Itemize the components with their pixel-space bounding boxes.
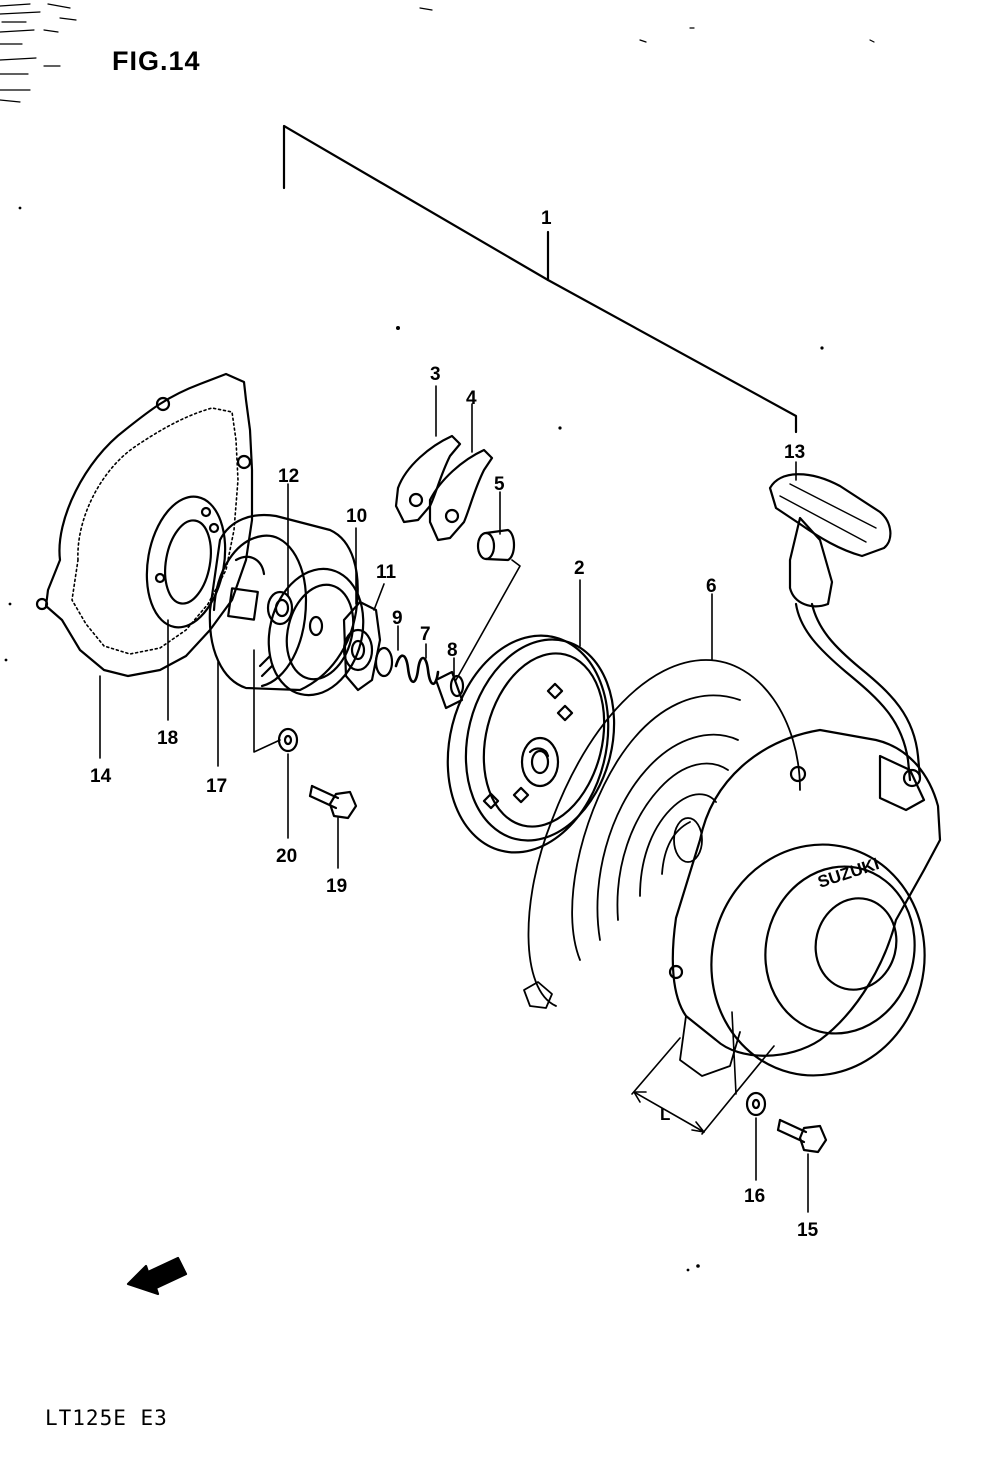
callout-9: 9 — [392, 608, 403, 629]
callout-19: 19 — [326, 876, 347, 897]
callout-11: 11 — [376, 562, 397, 583]
part-9-washer — [374, 646, 394, 678]
part-19-bolt — [308, 784, 358, 820]
part-5-bushing — [476, 528, 516, 562]
starter-rope — [794, 602, 922, 782]
callout-16: 16 — [744, 1186, 765, 1207]
scan-specks — [4, 206, 824, 1272]
callout-10: 10 — [346, 506, 367, 527]
callout-8: 8 — [447, 640, 458, 661]
fwd-arrow-icon: FWD — [126, 1256, 188, 1296]
callout-2: 2 — [574, 558, 585, 579]
dimension-label: L — [660, 1105, 670, 1124]
assembly-bracket — [282, 124, 798, 434]
callout-13: 13 — [784, 442, 805, 463]
starter-case: SUZUKI — [668, 728, 942, 1077]
part-14-gasket — [35, 372, 254, 678]
model-code: LT125E E3 — [45, 1406, 168, 1430]
part-17-drive-cup — [208, 514, 359, 692]
scan-noise — [0, 3, 875, 103]
case-brand-text: SUZUKI — [815, 854, 881, 892]
callout-14: 14 — [90, 766, 112, 787]
callout-3: 3 — [430, 364, 441, 385]
callout-12: 12 — [278, 466, 299, 487]
part-13-handle — [768, 473, 892, 608]
callout-15: 15 — [797, 1220, 819, 1241]
callout-4: 4 — [466, 388, 477, 409]
part-7-spring — [394, 654, 440, 686]
leader-lines — [99, 385, 809, 1213]
part-2-pulley — [446, 634, 616, 854]
part-16-washer — [745, 1091, 767, 1117]
figure-title: FIG.14 — [112, 46, 201, 76]
callout-5: 5 — [494, 474, 505, 495]
callout-18: 18 — [157, 728, 178, 749]
callouts: 1 2 3 4 5 6 7 8 9 10 11 12 13 14 15 16 1… — [90, 208, 819, 1241]
part-6-spring — [523, 659, 801, 1009]
callout-17: 17 — [206, 776, 227, 797]
callout-20: 20 — [276, 846, 297, 867]
part-18-plate — [145, 495, 227, 629]
callout-7: 7 — [420, 624, 431, 645]
part-4-pawl — [428, 448, 494, 542]
part-15-bolt — [776, 1118, 828, 1154]
part-20-washer — [277, 727, 299, 753]
callout-1: 1 — [541, 208, 552, 229]
callout-6: 6 — [706, 576, 717, 597]
dimension-l: L — [631, 1011, 775, 1135]
